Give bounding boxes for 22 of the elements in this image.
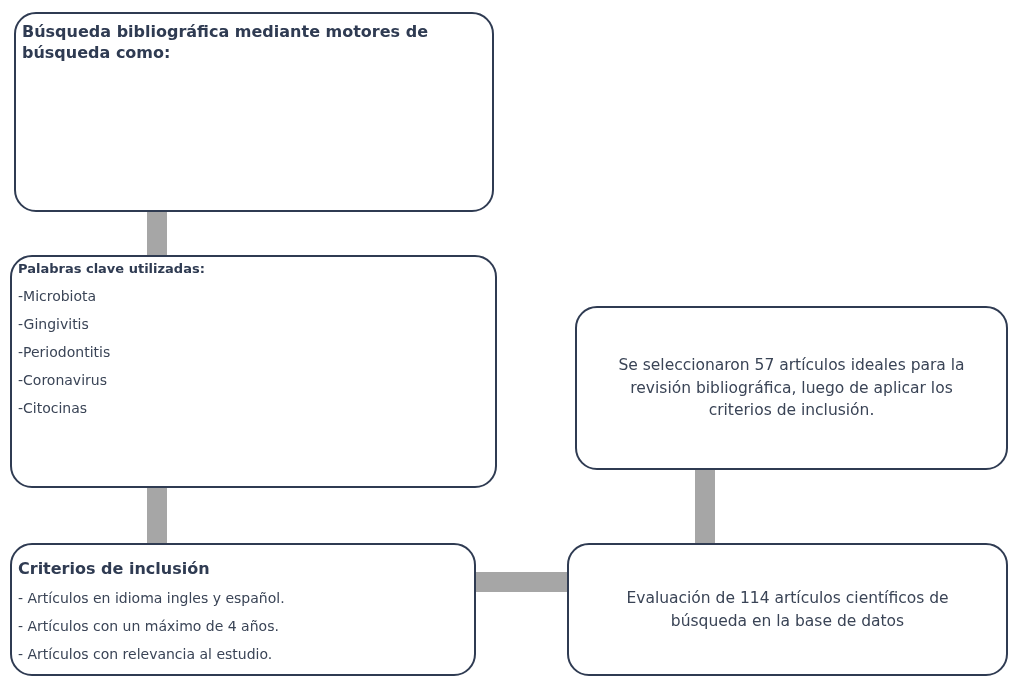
process-box: [567, 543, 1008, 676]
list-item: - Artículos con un máximo de 4 años.: [18, 616, 279, 636]
list-item: -Microbiota: [18, 286, 97, 306]
box-text: Evaluación de 114 artículos científicos de búsqueda en la base de datos: [625, 588, 950, 632]
list-item: - Artículos con relevancia al estudio.: [18, 644, 273, 664]
list-item: -Periodontitis: [18, 342, 111, 362]
list-item: -Gingivitis: [18, 314, 89, 334]
box-heading: Criterios de inclusión: [18, 559, 210, 580]
box-text: Se seleccionaron 57 artículos ideales para la revisión bibliográfica, luego de aplicar los criterios de inclusión.: [617, 355, 966, 422]
list-item: -Coronavirus: [18, 370, 107, 390]
process-box: [575, 306, 1008, 470]
list-item: - Artículos en idioma ingles y español.: [18, 588, 285, 608]
connector-bar: [147, 488, 167, 543]
process-box: [10, 543, 476, 676]
connector-bar: [695, 470, 715, 543]
connector-bar: [147, 212, 167, 255]
box-heading: Palabras clave utilizadas:: [18, 261, 205, 278]
process-box: [10, 255, 497, 488]
process-box: [14, 12, 494, 212]
connector-bar: [476, 572, 567, 592]
box-heading: Búsqueda bibliográfica mediante motores de búsqueda como:: [22, 22, 429, 64]
list-item: -Citocinas: [18, 398, 88, 418]
